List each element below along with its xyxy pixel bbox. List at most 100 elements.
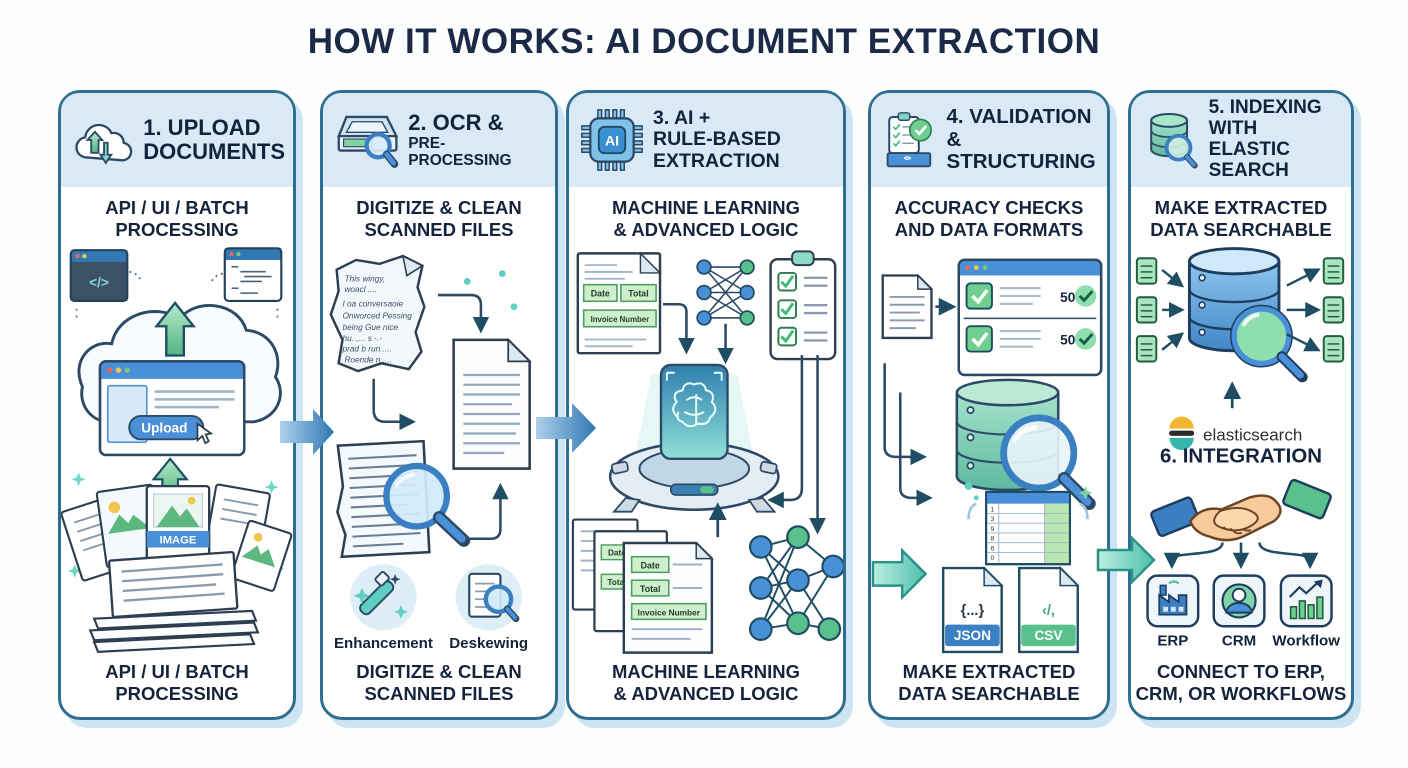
- invoice-document: Date Total Invoice Number: [576, 251, 662, 355]
- step-card-extraction: AI 3. AI + RULE-BASED EXTRACTION MACHINE…: [566, 90, 846, 720]
- card5-title-l1: 5. INDEXING: [1208, 97, 1322, 119]
- card5-title-l2: WITH ELASTIC: [1208, 118, 1290, 160]
- crm-tile: [1212, 574, 1266, 628]
- json-file-icon: {...} JSON: [941, 566, 1004, 654]
- validation-row: 500: [965, 282, 1097, 310]
- field-date: Date: [641, 560, 660, 570]
- validation-illustration: 500 500: [871, 258, 1103, 654]
- validation-clipboard-icon: [886, 112, 932, 168]
- card2-title-l2: PRE-PROCESSING: [408, 135, 512, 170]
- code-window-icon: </>: [69, 249, 129, 302]
- field-date: Date: [591, 288, 610, 298]
- cloud-upload-icon: [75, 123, 133, 165]
- card4-header: 4. VALIDATION & STRUCTURING: [871, 93, 1107, 187]
- note-line: being Gue nice: [342, 323, 398, 332]
- card1-title-l2: DOCUMENTS: [143, 139, 285, 164]
- card3-caption: MACHINE LEARNING& ADVANCED LOGIC: [611, 661, 801, 705]
- handshake-icon: [1150, 478, 1332, 542]
- scanner-icon: [337, 115, 399, 168]
- neural-network-icon: [748, 525, 843, 641]
- scanned-document-magnifier: [336, 439, 471, 559]
- flow-arrow-1-2: [280, 409, 334, 455]
- card3-title-l1: 3. AI +: [653, 106, 711, 129]
- flow-arrow-teal: [871, 547, 928, 601]
- sheet-row-num: 1: [991, 506, 995, 513]
- image-file-icon: IMAGE: [145, 484, 211, 570]
- field-total: Total: [628, 288, 648, 298]
- index-docs-in: [1135, 257, 1185, 363]
- json-window-icon: [223, 247, 283, 302]
- card1-header: 1. UPLOAD DOCUMENTS: [61, 93, 293, 187]
- elastic-db-icon: [1150, 112, 1198, 169]
- crumpled-note: This wingy, woacl .... I oa conversaoie …: [329, 254, 426, 373]
- note-line: I oa conversaoie: [342, 300, 403, 309]
- enhancement-icon: [350, 564, 417, 631]
- ai-chip-icon: AI: [581, 109, 643, 171]
- cursor-icon: [196, 422, 214, 445]
- upload-browser-window: Upload: [98, 360, 246, 457]
- workflow-tile: [1279, 574, 1333, 628]
- note-line: Roende n ....: [344, 355, 391, 364]
- indexing-illustration: elasticsearch 6. INTEGRATION: [1135, 247, 1345, 650]
- sheet-row-num: 6: [991, 545, 995, 552]
- sheet-row-num: 3: [991, 516, 995, 523]
- flow-arrow-4-5: [1096, 534, 1156, 586]
- upload-illustration: </>: [61, 247, 293, 653]
- card1-title-l1: 1. UPLOAD: [143, 114, 261, 140]
- page-title: HOW IT WORKS: AI DOCUMENT EXTRACTION: [307, 22, 1101, 61]
- index-docs-out: [1286, 257, 1345, 363]
- ai-brain-pedestal: [608, 363, 780, 513]
- card5-title-l3: SEARCH: [1208, 159, 1289, 181]
- enhancement-label: Enhancement: [334, 635, 433, 652]
- field-total: Total: [607, 577, 626, 587]
- field-invoice: Invoice Number: [591, 315, 650, 324]
- card2-title-l1: 2. OCR &: [408, 109, 504, 135]
- neural-mini-icon: [696, 259, 755, 326]
- code-glyph: </>: [89, 275, 109, 290]
- validation-row: 500: [965, 325, 1097, 353]
- json-label: JSON: [954, 628, 991, 643]
- upload-button: Upload: [141, 421, 187, 436]
- card3-title-l3: EXTRACTION: [653, 149, 780, 172]
- search-magnifier-icon: [1230, 304, 1308, 383]
- step-card-validation: 4. VALIDATION & STRUCTURING ACCURACY CHE…: [868, 90, 1110, 720]
- card3-title-l2: RULE-BASED: [653, 128, 781, 151]
- note-line: This wingy,: [344, 274, 385, 283]
- erp-tile: [1146, 574, 1200, 628]
- card3-subtitle: MACHINE LEARNING& ADVANCED LOGIC: [611, 197, 801, 240]
- card5-caption: CONNECT TO ERP,CRM, OR WORKFLOWS: [1135, 661, 1347, 705]
- clean-document: [452, 337, 532, 470]
- workflow-label: Workflow: [1272, 633, 1340, 650]
- spreadsheet-icon: 1 3 9 8 6 0: [985, 490, 1072, 566]
- note-line: Onworced Pessing: [342, 311, 412, 320]
- extracted-docs-stack: Date Total Date Total Invoice Number: [571, 518, 714, 654]
- csv-file-icon: ‹/, CSV: [1018, 566, 1080, 654]
- sheet-row-num: 9: [991, 526, 995, 533]
- chip-label: AI: [605, 133, 619, 149]
- input-document: [881, 273, 934, 340]
- csv-glyph: ‹/,: [1042, 603, 1055, 619]
- note-line: hu. ,... s -.-: [342, 334, 382, 343]
- field-total: Total: [640, 584, 660, 594]
- database-magnifier-icon: [1000, 414, 1096, 511]
- ocr-illustration: This wingy, woacl .... I oa conversaoie …: [329, 254, 532, 652]
- erp-label: ERP: [1157, 633, 1188, 650]
- elasticsearch-logo: elasticsearch: [1167, 416, 1302, 451]
- card2-header: 2. OCR & PRE-PROCESSING: [323, 93, 555, 187]
- front-doc: Date Total Invoice Number: [622, 541, 714, 654]
- card5-header: 5. INDEXING WITH ELASTIC SEARCH: [1131, 93, 1351, 187]
- crm-label: CRM: [1222, 633, 1256, 650]
- sheet-row-num: 0: [991, 555, 995, 562]
- extraction-illustration: Date Total Invoice Number: [571, 250, 843, 654]
- upload-arrow-top: [154, 300, 196, 357]
- json-glyph: {...}: [961, 603, 985, 619]
- card3-header: AI 3. AI + RULE-BASED EXTRACTION: [569, 93, 843, 187]
- csv-label: CSV: [1034, 628, 1062, 643]
